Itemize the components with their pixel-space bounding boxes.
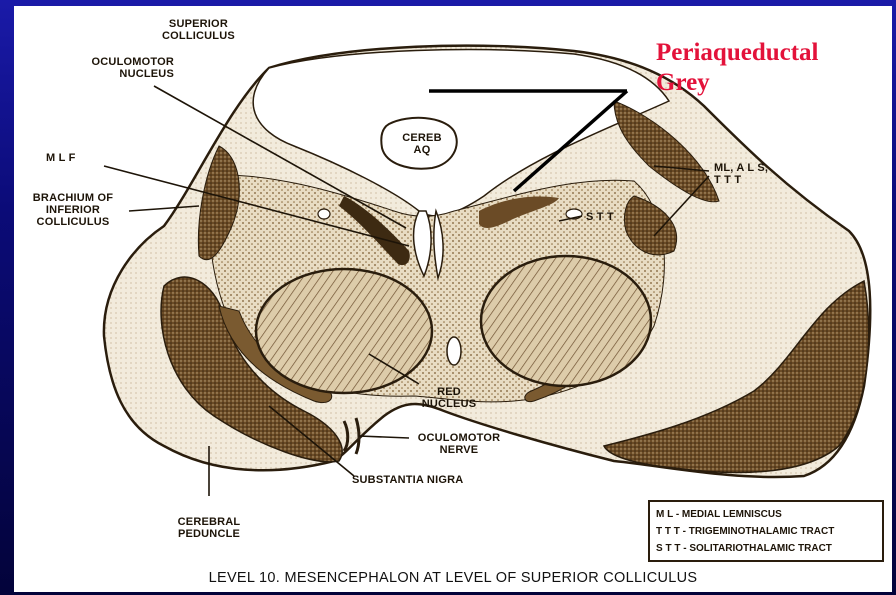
label-red-nucleus: RED NUCLEUS (419, 386, 479, 410)
label-superior-colliculus: SUPERIOR COLLICULUS (162, 18, 235, 42)
label-substantia-nigra: SUBSTANTIA NIGRA (352, 474, 463, 486)
label-oculomotor-nerve: OCULOMOTOR NERVE (409, 432, 509, 456)
legend-item: S T T - SOLITARIOTHALAMIC TRACT (656, 540, 876, 557)
label-brachium-inferior-colliculus: BRACHIUM OF INFERIOR COLLICULUS (18, 192, 128, 228)
label-cerebral-aqueduct: CEREB AQ (394, 132, 450, 156)
diagram-panel: SUPERIOR COLLICULUS OCULOMOTOR NUCLEUS M… (14, 6, 892, 592)
figure-caption: LEVEL 10. MESENCEPHALON AT LEVEL OF SUPE… (14, 570, 892, 586)
mlf-dot-left (318, 209, 330, 219)
label-cerebral-peduncle: CEREBRAL PEDUNCLE (164, 516, 254, 540)
red-nucleus-right (481, 256, 651, 386)
label-oculomotor-nucleus: OCULOMOTOR NUCLEUS (44, 56, 174, 80)
interpeduncular-notch (447, 337, 461, 365)
label-mlf: M L F (46, 152, 76, 164)
red-nucleus-left (256, 269, 432, 393)
label-stt: S T T (586, 211, 614, 223)
periaqueductal-grey-title: Periaqueductal Grey (656, 38, 819, 98)
abbreviation-legend: M L - MEDIAL LEMNISCUS T T T - TRIGEMINO… (648, 500, 884, 562)
legend-item: M L - MEDIAL LEMNISCUS (656, 506, 876, 523)
legend-item: T T T - TRIGEMINOTHALAMIC TRACT (656, 523, 876, 540)
label-ml-als-ttt: ML, A L S, T T T (714, 162, 768, 186)
